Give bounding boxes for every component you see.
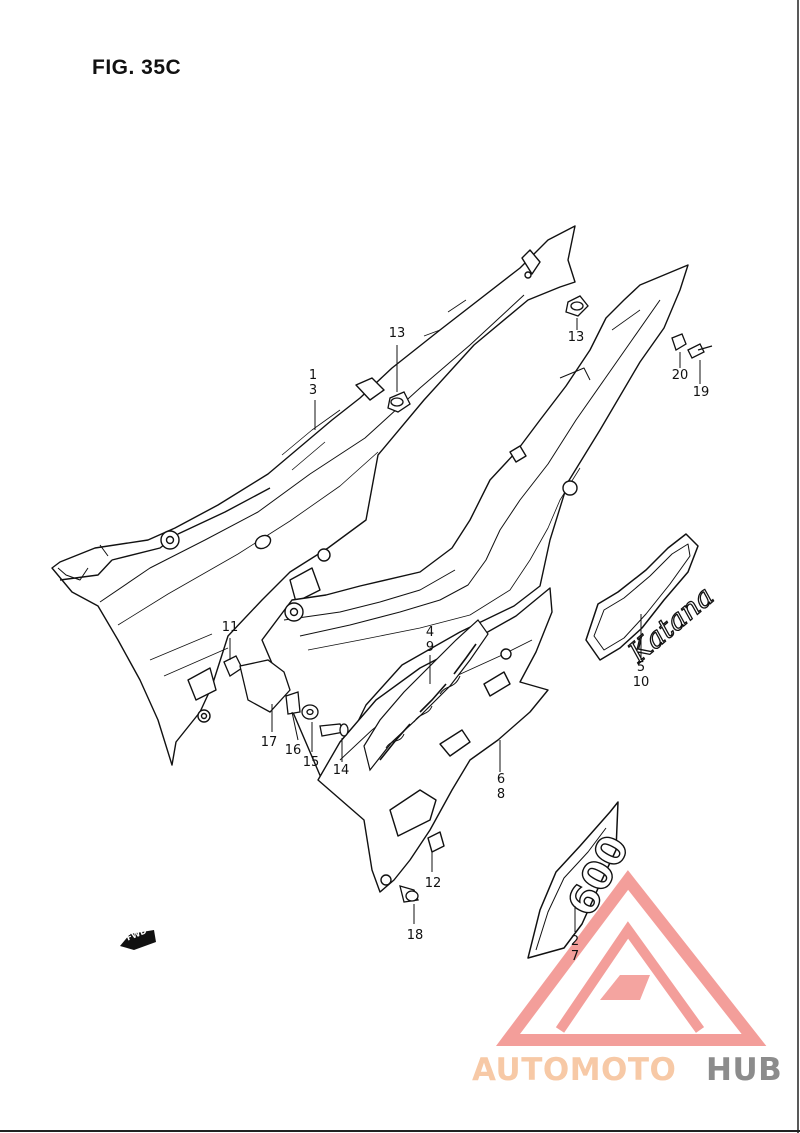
left-frame-cover [51, 225, 576, 766]
screw-19 [687, 343, 713, 359]
leader-lines [229, 318, 701, 932]
side-cover-emblem [363, 619, 489, 772]
callout-label: 10 [632, 675, 650, 690]
callout-16: 16 [284, 743, 302, 758]
callout-1-3: 1 3 [298, 368, 328, 398]
callout-11: 11 [221, 620, 239, 635]
nut-20 [671, 333, 687, 351]
katana-decal [585, 533, 699, 661]
watermark-text-automoto: AUTOMOTO [472, 1052, 677, 1088]
callout-label: 8 [496, 787, 506, 802]
callout-label: 3 [308, 383, 318, 398]
callout-17: 17 [260, 735, 278, 750]
callout-6-8: 6 8 [486, 772, 516, 802]
figure-title: FIG. 35C [92, 56, 182, 79]
automotohub-watermark-logo [496, 870, 767, 1046]
callout-label: 2 [570, 934, 580, 949]
clip-11 [223, 655, 243, 677]
collar-16 [285, 691, 301, 715]
callout-20: 20 [671, 368, 689, 383]
callout-label: 9 [425, 640, 435, 655]
callout-5-10: 5 10 [626, 660, 656, 690]
watermark-text-hub: HUB [706, 1052, 783, 1088]
callout-18: 18 [406, 928, 424, 943]
callout-19: 19 [692, 385, 710, 400]
right-frame-cover [261, 264, 689, 781]
callout-label: 1 [308, 368, 318, 383]
model-number-decal [527, 801, 619, 959]
callout-15: 15 [302, 755, 320, 770]
lower-side-cover [317, 587, 553, 893]
callout-label: 7 [570, 949, 580, 964]
callout-4-9: 4 9 [415, 625, 445, 655]
callout-14: 14 [332, 763, 350, 778]
fwd-arrow [120, 930, 156, 950]
callout-label: 4 [425, 625, 435, 640]
mounting-bracket [239, 659, 291, 713]
callout-12: 12 [424, 876, 442, 891]
callout-2-7: 2 7 [560, 934, 590, 964]
callout-13-right: 13 [567, 330, 585, 345]
callout-label: 6 [496, 772, 506, 787]
callout-label: 5 [636, 660, 646, 675]
callout-13-left: 13 [388, 326, 406, 341]
small-parts [223, 295, 713, 903]
